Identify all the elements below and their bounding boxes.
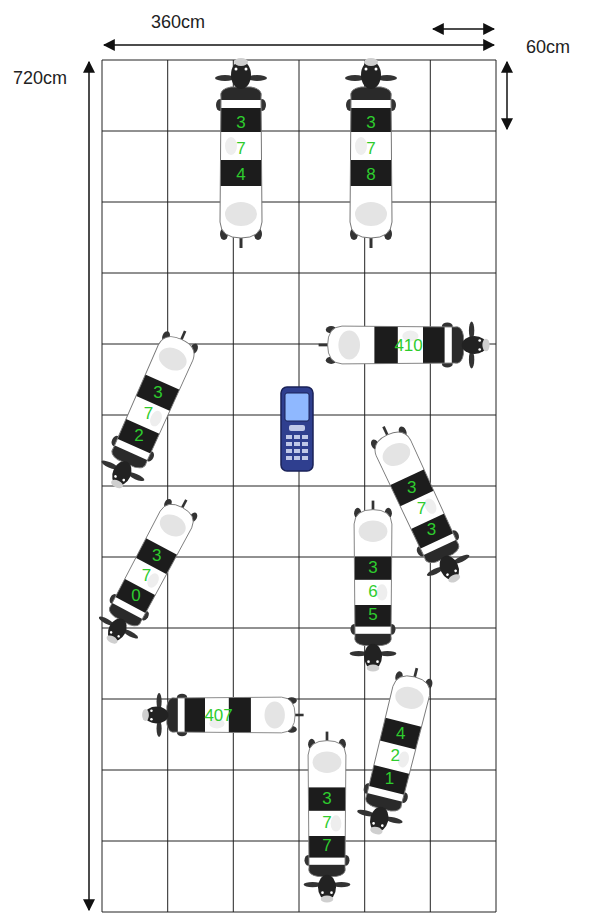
cow-number: 8 (366, 166, 375, 183)
cow-number: 3 (236, 114, 245, 131)
cow-number: 7 (366, 140, 375, 157)
cows (91, 58, 490, 903)
cow-number: 3 (322, 790, 331, 807)
cow-number: 407 (204, 707, 232, 724)
dimension-arrows (89, 29, 507, 910)
cow-number: 7 (144, 405, 153, 422)
cow (319, 322, 490, 369)
cow-number: 3 (368, 559, 377, 576)
cow-number: 7 (322, 813, 331, 830)
cow (304, 732, 351, 903)
cow-number: 3 (366, 114, 375, 131)
cow-number: 410 (394, 337, 422, 354)
cow-number: 7 (417, 500, 426, 517)
cow (353, 663, 440, 840)
grid (102, 60, 496, 912)
cow-number: 2 (134, 426, 143, 443)
cow-number: 4 (396, 724, 405, 741)
cow-number: 3 (152, 547, 161, 564)
dimension-label: 360cm (151, 13, 205, 31)
cow-number: 1 (385, 770, 394, 787)
cow-number: 3 (153, 383, 162, 400)
phone-icon (281, 387, 313, 471)
cow (91, 490, 206, 653)
cow (350, 501, 397, 672)
cow (345, 58, 397, 248)
cow (215, 58, 267, 248)
cow-number: 5 (368, 606, 377, 623)
cow-number: 2 (390, 747, 399, 764)
cow-number: 7 (322, 837, 331, 854)
cow (94, 322, 206, 497)
cow-number: 7 (236, 140, 245, 157)
cow-number: 3 (427, 521, 436, 538)
cow (142, 693, 304, 737)
cow-number: 7 (142, 567, 151, 584)
cow-number: 0 (131, 586, 140, 603)
dimension-label: 720cm (13, 69, 67, 87)
cow-number: 4 (236, 166, 245, 183)
cow-number: 6 (368, 582, 377, 599)
cow-number: 3 (407, 479, 416, 496)
dimension-label: 60cm (526, 38, 570, 56)
